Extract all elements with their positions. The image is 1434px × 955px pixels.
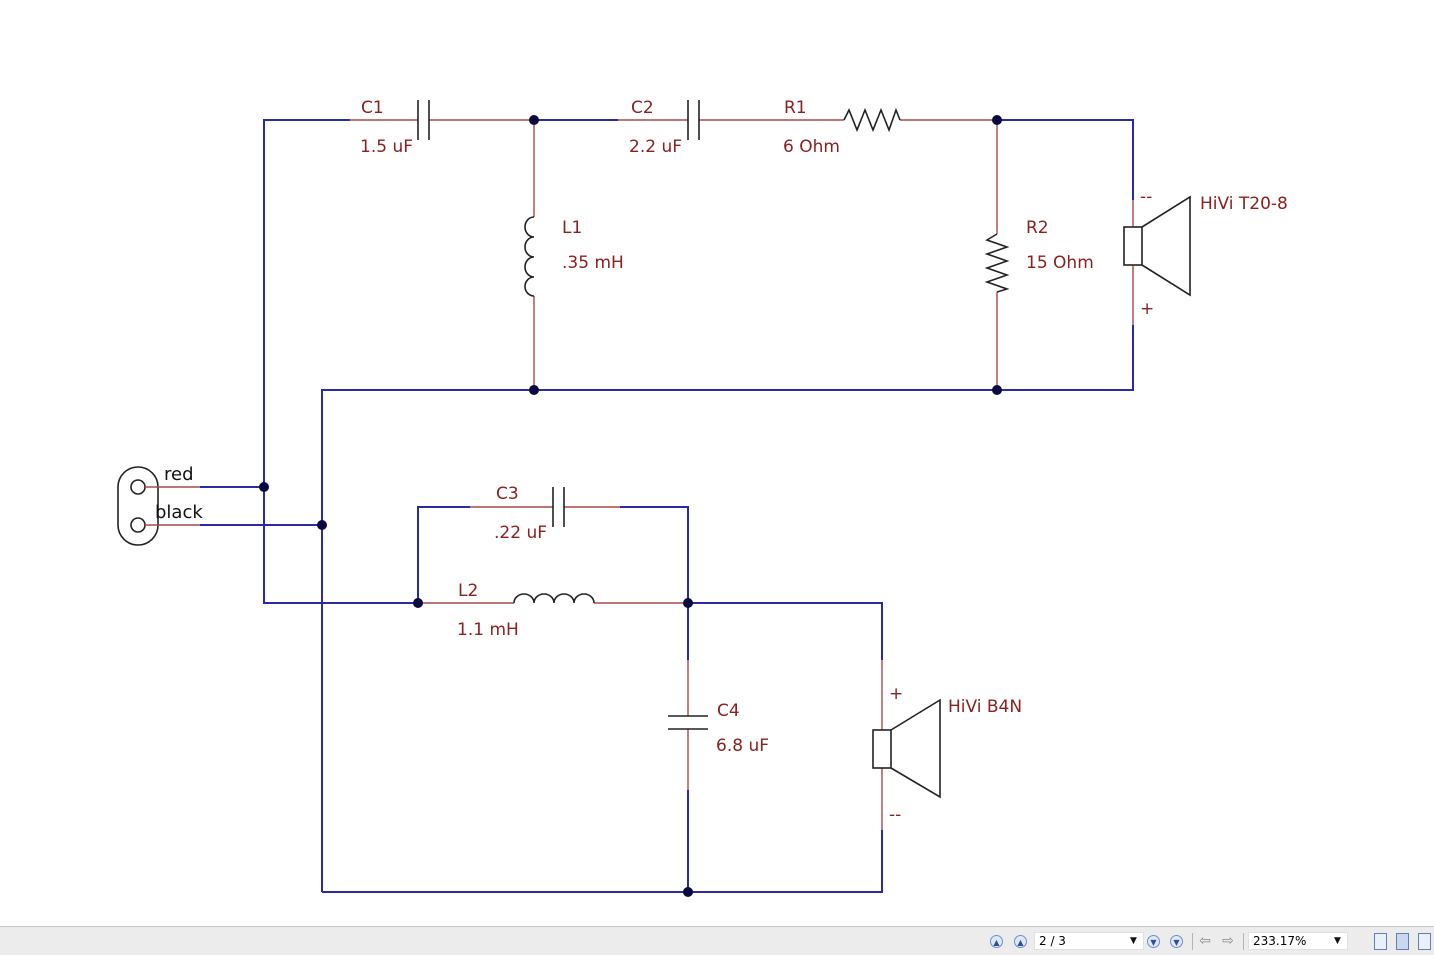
tweeter-speaker-icon (1123, 195, 1191, 297)
zoom-dropdown-caret-icon[interactable]: ▼ (1334, 936, 1341, 946)
r1-value-label: 6 Ohm (783, 137, 840, 157)
capacitor-c2 (687, 100, 700, 140)
previous-page-icon[interactable]: ▲ (1014, 935, 1027, 948)
single-page-view-icon[interactable] (1374, 933, 1387, 950)
l2-value-label: 1.1 mH (457, 620, 519, 640)
tweeter-positive-polarity: + (1140, 299, 1154, 319)
viewer-status-bar: ▲ ▲ 2 / 3 ▼ ▼ ▼ ⇦ ⇨ 233.17% ▼ (0, 926, 1434, 955)
inductor-l2 (513, 593, 595, 604)
next-page-icon[interactable]: ▼ (1147, 935, 1160, 948)
c3-ref-label: C3 (496, 484, 519, 504)
zoom-field[interactable]: 233.17% (1248, 932, 1348, 950)
tweeter-wires (263, 119, 1134, 892)
page-number-value: 2 / 3 (1039, 934, 1066, 948)
schematic-canvas: C1 1.5 uF C2 2.2 uF R1 6 Ohm L1 .35 mH R… (117, 98, 1288, 897)
c4-value-label: 6.8 uF (716, 736, 769, 756)
r2-value-label: 15 Ohm (1026, 253, 1094, 273)
woofer-model-label: HiVi B4N (948, 697, 1022, 717)
c1-value-label: 1.5 uF (360, 137, 413, 157)
r2-ref-label: R2 (1026, 218, 1049, 238)
separator (1243, 933, 1244, 950)
crossover-schematic: C1 1.5 uF C2 2.2 uF R1 6 Ohm L1 .35 mH R… (117, 98, 1288, 897)
back-icon[interactable]: ⇦ (1199, 933, 1211, 949)
junction-nodes (259, 115, 1002, 897)
capacitor-c3 (552, 487, 565, 527)
woofer-positive-polarity: + (889, 684, 903, 704)
c2-ref-label: C2 (631, 98, 654, 118)
l1-value-label: .35 mH (562, 253, 624, 273)
input-red-label: red (164, 464, 194, 485)
continuous-view-icon[interactable] (1396, 933, 1409, 950)
c2-value-label: 2.2 uF (629, 137, 682, 157)
l1-ref-label: L1 (562, 218, 582, 238)
zoom-value: 233.17% (1253, 934, 1307, 948)
separator (1192, 933, 1193, 950)
page-dropdown-caret-icon[interactable]: ▼ (1130, 936, 1137, 946)
first-page-icon[interactable]: ▲ (990, 935, 1003, 948)
c1-ref-label: C1 (361, 98, 384, 118)
page-number-field[interactable]: 2 / 3 (1034, 932, 1144, 950)
forward-icon[interactable]: ⇨ (1222, 933, 1234, 949)
capacitor-c4 (668, 715, 708, 730)
woofer-wires (263, 487, 883, 893)
l2-ref-label: L2 (458, 581, 478, 601)
c4-ref-label: C4 (717, 701, 740, 721)
input-black-label: black (155, 502, 203, 523)
tweeter-negative-polarity: -- (1140, 187, 1152, 207)
inductor-l1 (524, 216, 535, 297)
woofer-negative-polarity: -- (889, 805, 901, 825)
last-page-icon[interactable]: ▼ (1170, 935, 1183, 948)
facing-view-icon[interactable] (1418, 933, 1431, 950)
capacitor-c1 (417, 100, 430, 140)
c3-value-label: .22 uF (494, 523, 547, 543)
r1-ref-label: R1 (784, 98, 807, 118)
resistor-r2 (984, 233, 1010, 293)
tweeter-model-label: HiVi T20-8 (1200, 194, 1288, 214)
resistor-r1 (843, 107, 901, 133)
woofer-speaker-icon (872, 698, 941, 799)
input-terminal (117, 466, 322, 546)
